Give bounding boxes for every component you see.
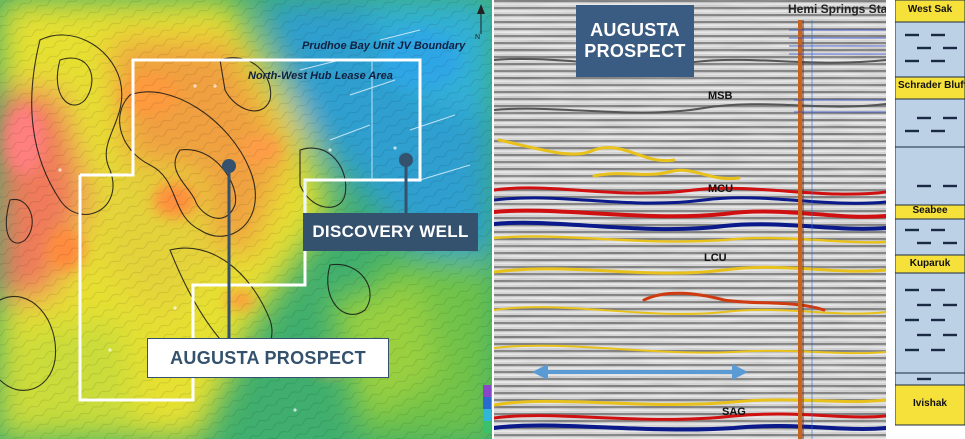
formation-seabee: Seabee: [912, 205, 948, 216]
map-scale-bar: [483, 385, 491, 433]
seismic-title-line2: PROSPECT: [584, 41, 686, 61]
seismic-panel: AUGUSTA PROSPECT Hemi Springs State 1 MS…: [494, 0, 886, 439]
strat-units: [895, 0, 965, 426]
seismic-title-box: AUGUSTA PROSPECT: [576, 5, 694, 77]
well-name-label: Hemi Springs State 1: [788, 2, 886, 16]
horizon-lcu-label: LCU: [704, 252, 727, 264]
well-markers: [58, 84, 397, 412]
formation-schrader-bluff: Schrader Bluff: [898, 80, 965, 91]
discovery-well-marker: [399, 153, 413, 167]
hemi-springs-well-trace: [798, 20, 813, 439]
formation-kuparuk: Kuparuk: [909, 258, 951, 269]
lease-area-label: North-West Hub Lease Area: [248, 70, 393, 82]
horizon-sag-label: SAG: [722, 406, 746, 418]
augusta-prospect-marker: [222, 159, 236, 173]
jv-boundary-label: Prudhoe Bay Unit JV Boundary: [302, 40, 466, 52]
north-arrow-label: N: [475, 34, 481, 41]
strat-column-graphic: [895, 0, 965, 426]
horizon-mcu-label: MCU: [708, 183, 734, 195]
horizon-msb-label: MSB: [708, 90, 733, 102]
stratigraphic-column: West Sak Schrader Bluff Seabee Kuparuk I…: [895, 0, 965, 439]
map-panel: Prudhoe Bay Unit JV Boundary North-West …: [0, 0, 492, 439]
formation-tops-markers: [789, 29, 886, 113]
formation-ivishak: Ivishak: [913, 398, 947, 409]
formation-west-sak: West Sak: [907, 4, 953, 15]
discovery-well-callout: DISCOVERY WELL: [303, 213, 478, 251]
augusta-prospect-callout: AUGUSTA PROSPECT: [147, 338, 389, 378]
prospect-width-arrow: [532, 364, 748, 380]
seismic-reflectors: [494, 57, 886, 432]
seismic-title-line1: AUGUSTA: [590, 20, 680, 40]
strat-shale-dashes: [905, 33, 957, 381]
north-arrow: [477, 4, 485, 34]
